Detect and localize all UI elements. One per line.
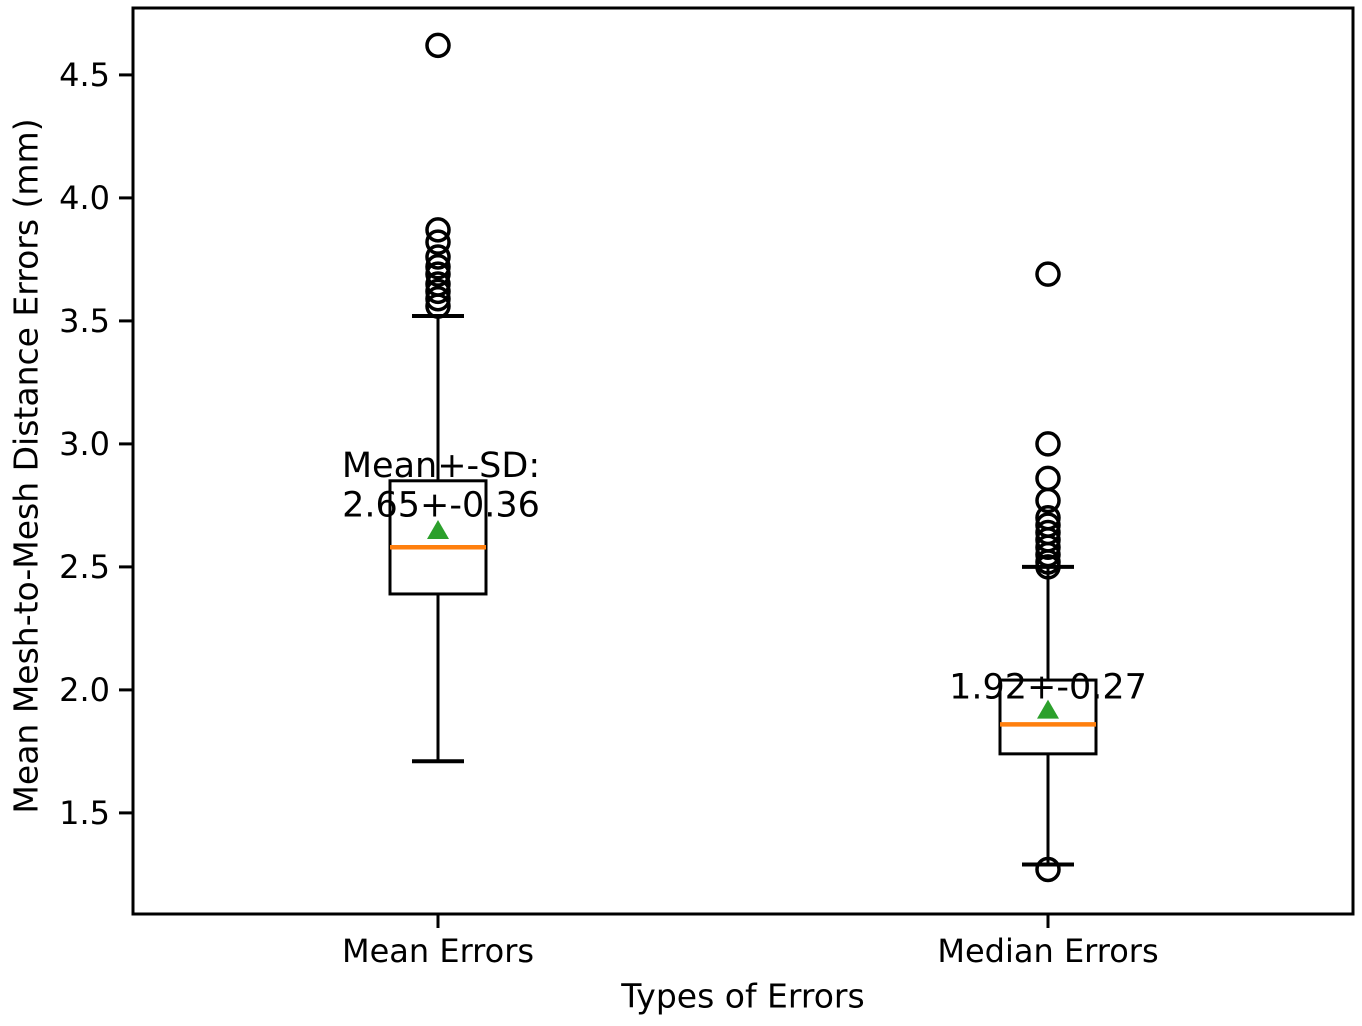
plot-frame [131,6,1355,916]
annotation-line-0: Mean+-SD: [342,446,540,486]
y-axis-tick-label-2: 2.5 [59,548,110,586]
outlier-circle-0 [1035,856,1061,883]
y-axis-tick-label-5: 4.0 [59,179,110,217]
outlier-circle-10 [1035,465,1061,492]
outlier-circle-6 [425,244,451,270]
outlier-circle-7 [425,229,451,255]
outlier-circle-4 [425,261,451,287]
y-axis-tick-label-0: 1.5 [59,794,110,832]
y-axis-tick-label-1: 2.0 [59,671,110,709]
outlier-circle-2 [425,278,451,305]
mean-marker-icon [427,520,449,540]
boxplot-mean-errors: Mean+-SD:2.65+-0.36 [342,32,540,764]
annotation-line-0: 1.92+-0.27 [949,667,1147,707]
outlier-circle-12 [1035,261,1061,287]
outlier-circle-1 [425,286,451,312]
x-axis-title: Types of Errors [620,977,864,1016]
x-axis-tick-label-median-errors: Median Errors [937,932,1158,970]
outlier-circle-8 [425,217,451,243]
outlier-circle-8 [1035,504,1061,531]
outlier-circle-3 [425,271,451,297]
y-axis-title: Mean Mesh-to-Mesh Distance Errors (mm) [7,118,46,813]
y-axis-tick-label-3: 3.0 [59,425,110,463]
outlier-circle-11 [1035,431,1061,457]
outlier-circle-9 [425,32,451,59]
boxplot-median-errors: 1.92+-0.27 [949,261,1147,883]
outlier-circle-7 [1035,512,1061,538]
mean-marker-icon [1037,699,1059,719]
y-axis-tick-label-6: 4.5 [59,56,110,94]
x-axis-tick-label-mean-errors: Mean Errors [342,932,534,970]
outlier-circle-6 [1035,519,1061,546]
annotation-line-1: 2.65+-0.36 [342,485,540,525]
outlier-circle-5 [425,254,451,280]
y-axis-tick-label-4: 3.5 [59,302,110,340]
